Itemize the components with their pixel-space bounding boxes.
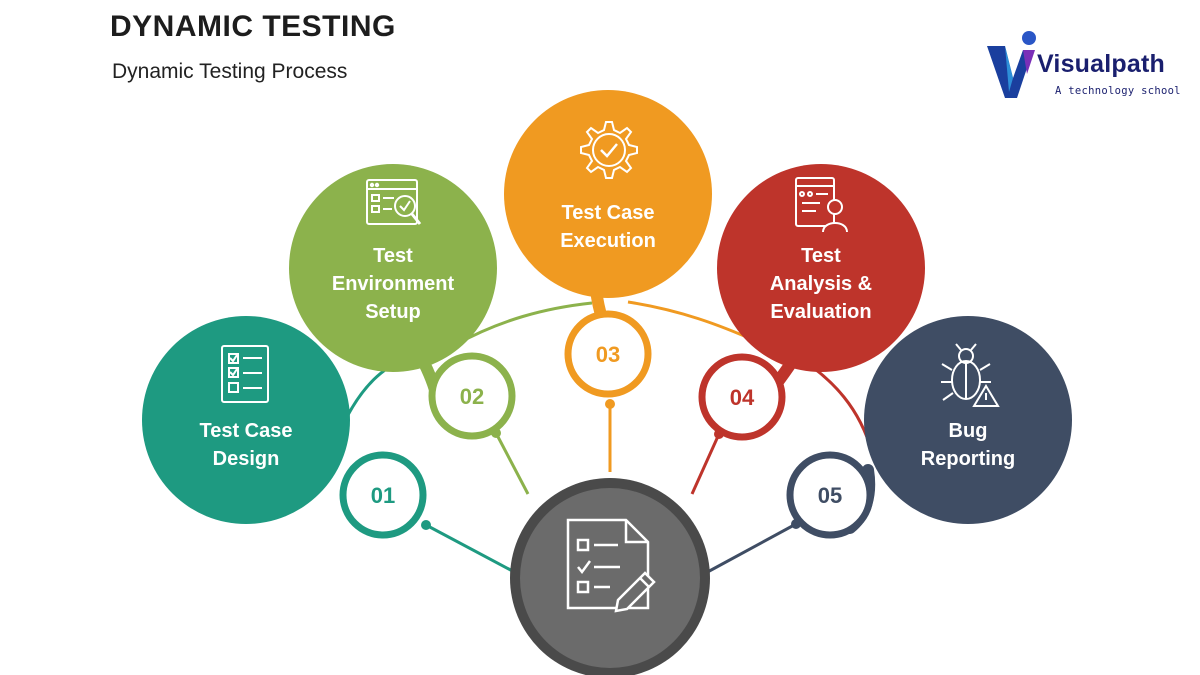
step-02-ring bbox=[428, 352, 516, 440]
step-01-bubble bbox=[142, 316, 350, 524]
visualpath-logo: Visualpath A technology school bbox=[983, 26, 1183, 106]
bug-warning-icon bbox=[941, 343, 1000, 407]
browser-search-icon bbox=[366, 179, 422, 225]
step-05-dot bbox=[791, 519, 801, 529]
step-02-label-line2: Environment bbox=[332, 273, 455, 295]
step-02-dot bbox=[491, 428, 501, 438]
step-05-number: 05 bbox=[818, 483, 842, 508]
step-02-label-line1: Test bbox=[373, 245, 413, 267]
gear-check-icon bbox=[580, 121, 638, 179]
step-05-bubble bbox=[864, 316, 1072, 524]
hub-inner-circle bbox=[520, 488, 700, 668]
step-02: 02 Test Environment Setup bbox=[289, 164, 516, 440]
step-01-ring bbox=[339, 451, 427, 539]
connector-04 bbox=[690, 433, 721, 495]
step-04-ring bbox=[698, 353, 786, 441]
connector-05 bbox=[701, 522, 797, 577]
step-02-number: 02 bbox=[460, 384, 484, 409]
step-03-label-line2: Execution bbox=[560, 230, 656, 252]
page-title: DYNAMIC TESTING bbox=[110, 10, 396, 43]
step-05: 05 Bug Reporting bbox=[786, 316, 1072, 539]
step-03-dot bbox=[605, 399, 615, 409]
center-hub bbox=[510, 478, 710, 675]
step-04: 04 Test Analysis & Evaluation bbox=[698, 164, 925, 441]
connector-01 bbox=[425, 523, 521, 577]
step-03-label-line1: Test Case bbox=[561, 202, 654, 224]
step-03-bubble bbox=[504, 90, 712, 298]
step-02-bubble bbox=[289, 164, 497, 372]
checklist-icon bbox=[221, 345, 269, 403]
document-edit-icon bbox=[566, 518, 656, 613]
step-04-number: 04 bbox=[730, 385, 755, 410]
step-03-number: 03 bbox=[596, 342, 620, 367]
step-01-label-line1: Test Case bbox=[199, 420, 292, 442]
step-04-bubble bbox=[717, 164, 925, 372]
connector-02 bbox=[494, 432, 530, 495]
step-01-dot bbox=[421, 520, 431, 530]
logo-name: Visualpath bbox=[1037, 50, 1165, 78]
step-01: 01 Test Case Design bbox=[142, 316, 431, 539]
visualpath-v-icon bbox=[987, 31, 1036, 98]
step-01-label-line2: Design bbox=[213, 448, 280, 470]
step-04-label-line2: Analysis & bbox=[770, 273, 872, 295]
step-04-label-line1: Test bbox=[801, 245, 841, 267]
logo-tagline: A technology school bbox=[1055, 85, 1181, 97]
step-02-label-line3: Setup bbox=[365, 301, 421, 323]
analyst-report-icon bbox=[795, 177, 848, 233]
step-03: 03 Test Case Execution bbox=[504, 90, 712, 409]
step-01-number: 01 bbox=[371, 483, 395, 508]
step-05-label-line2: Reporting bbox=[921, 448, 1015, 470]
step-04-dot bbox=[714, 429, 724, 439]
hub-connectors bbox=[425, 404, 797, 577]
step-03-ring bbox=[564, 310, 652, 398]
step-05-label-line1: Bug bbox=[949, 420, 988, 442]
step-04-label-line3: Evaluation bbox=[770, 301, 871, 323]
page-subtitle: Dynamic Testing Process bbox=[112, 60, 348, 83]
step-05-ring bbox=[786, 451, 874, 539]
